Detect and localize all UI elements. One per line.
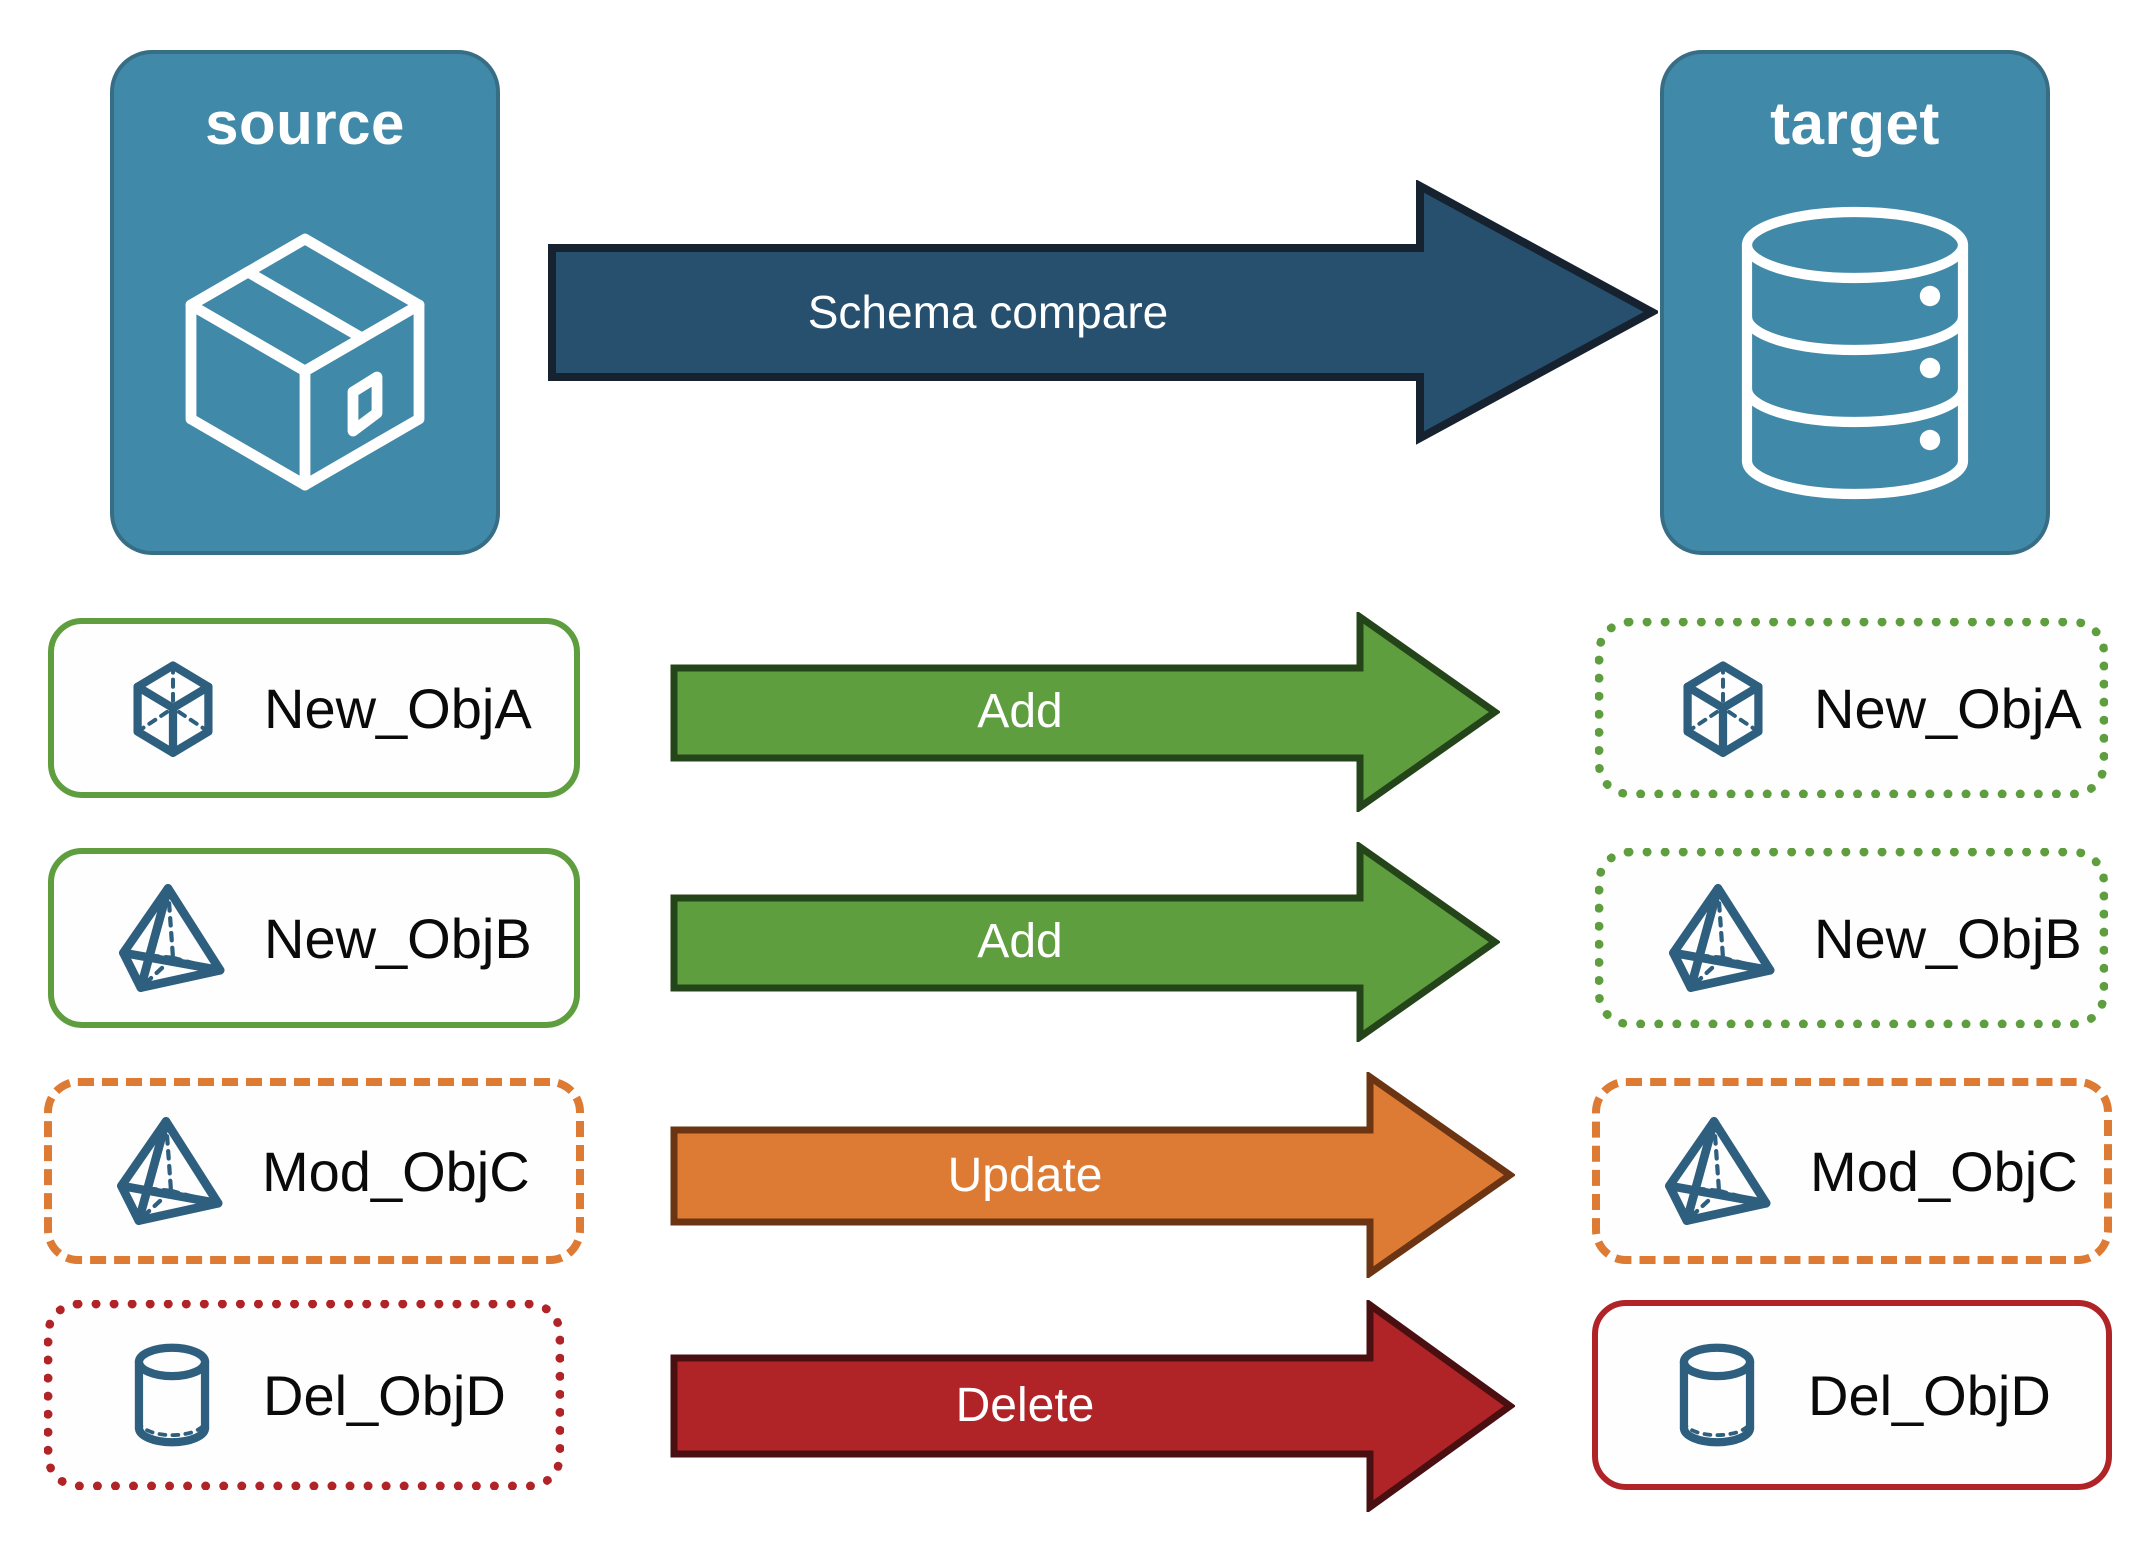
source-panel-title: source: [205, 90, 405, 157]
schema-compare-label: Schema compare: [807, 286, 1169, 338]
source-object-chip[interactable]: New_ObjB: [48, 848, 580, 1028]
wireframe-pyramid-icon: [1654, 1106, 1784, 1236]
target-object-chip[interactable]: New_ObjA: [1595, 618, 2108, 798]
wireframe-cube-icon: [1658, 643, 1788, 773]
operation-arrow: Add: [670, 840, 1502, 1044]
wireframe-pyramid-icon: [108, 873, 238, 1003]
operation-arrow-label: Update: [947, 1149, 1103, 1202]
schema-compare-arrow: Schema compare: [548, 179, 1661, 445]
wireframe-pyramid-icon: [106, 1106, 236, 1236]
operation-arrow-label: Delete: [955, 1379, 1095, 1432]
target-object-label: New_ObjA: [1814, 676, 2082, 740]
source-object-chip[interactable]: New_ObjA: [48, 618, 580, 798]
wireframe-cylinder-icon: [1652, 1330, 1782, 1460]
source-object-label: Del_ObjD: [263, 1363, 506, 1427]
target-object-chip[interactable]: Mod_ObjC: [1592, 1078, 2112, 1264]
source-object-label: New_ObjA: [264, 676, 532, 740]
operation-arrow-label: Add: [977, 915, 1063, 968]
target-object-label: New_ObjB: [1814, 906, 2082, 970]
source-object-label: New_ObjB: [264, 906, 532, 970]
source-object-chip[interactable]: Del_ObjD: [44, 1300, 564, 1490]
target-panel: target: [1660, 50, 2050, 555]
wireframe-cube-icon: [108, 643, 238, 773]
source-panel: source: [110, 50, 500, 555]
operation-arrow: Update: [670, 1070, 1517, 1280]
target-panel-title: target: [1770, 90, 1940, 157]
source-object-chip[interactable]: Mod_ObjC: [44, 1078, 584, 1264]
wireframe-pyramid-icon: [1658, 873, 1788, 1003]
target-object-chip[interactable]: New_ObjB: [1595, 848, 2108, 1028]
source-object-label: Mod_ObjC: [262, 1139, 530, 1203]
target-object-chip[interactable]: Del_ObjD: [1592, 1300, 2112, 1490]
operation-arrow: Delete: [670, 1298, 1516, 1514]
operation-arrow-label: Add: [977, 685, 1063, 738]
target-object-label: Mod_ObjC: [1810, 1139, 2078, 1203]
target-object-label: Del_ObjD: [1808, 1363, 2051, 1427]
database-cylinder-icon: [1664, 154, 2046, 551]
operation-arrow: Add: [670, 610, 1502, 814]
wireframe-cylinder-icon: [107, 1330, 237, 1460]
package-box-icon: [114, 154, 496, 551]
